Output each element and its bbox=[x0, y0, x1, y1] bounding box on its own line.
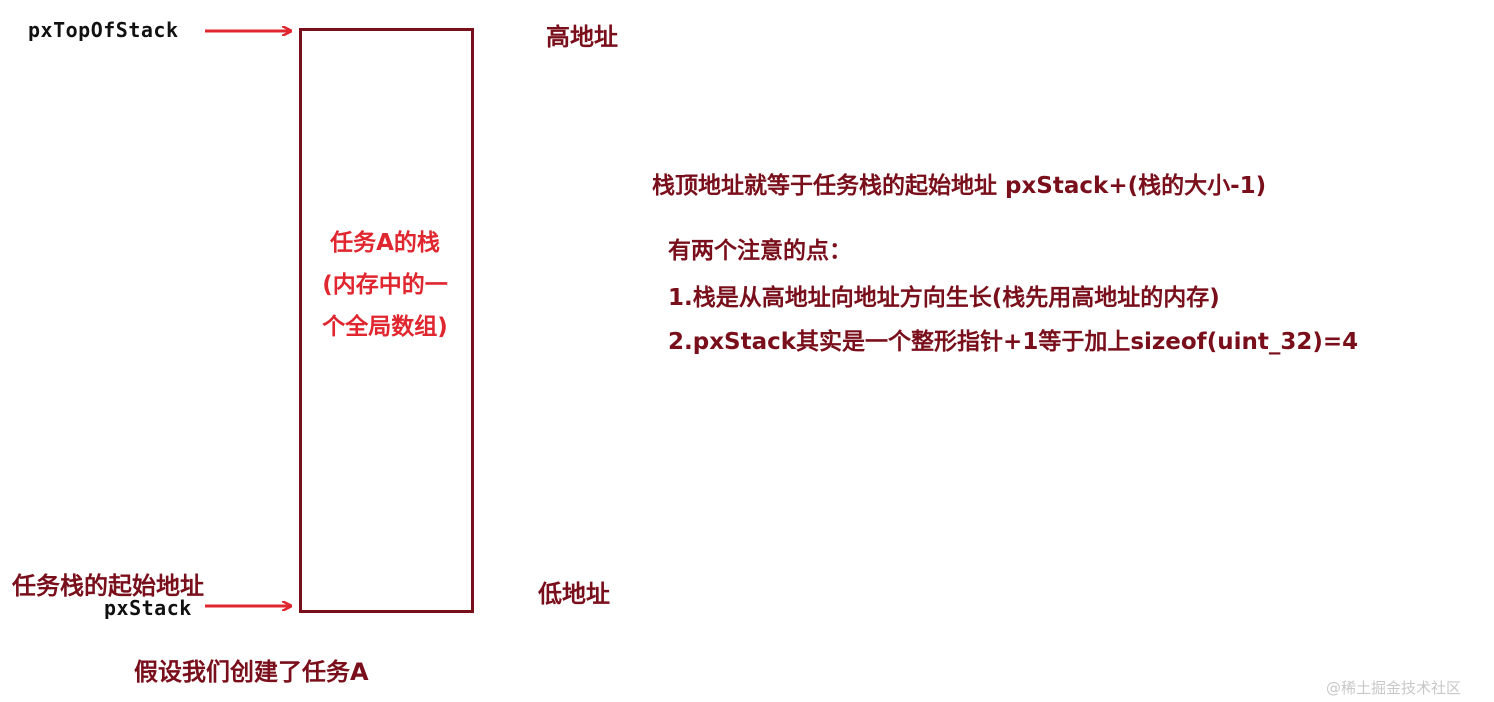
note-point: 2.pxStack其实是一个整形指针+1等于加上sizeof(uint_32)=… bbox=[668, 329, 1359, 355]
stack-box-line: 个全局数组) bbox=[322, 314, 448, 340]
notes-heading: 栈顶地址就等于任务栈的起始地址 pxStack+(栈的大小-1) bbox=[652, 173, 1267, 199]
note-point: 1.栈是从高地址向地址方向生长(栈先用高地址的内存) bbox=[668, 285, 1220, 311]
task-stack-box bbox=[299, 28, 474, 613]
low-address-label: 低地址 bbox=[538, 580, 610, 608]
watermark: @稀土掘金技术社区 bbox=[1326, 679, 1462, 697]
diagram-caption: 假设我们创建了任务A bbox=[134, 658, 369, 686]
pxtopofstack-label: pxTopOfStack bbox=[28, 18, 179, 42]
task-stack-box-label: 任务A的栈 (内存中的一 个全局数组) bbox=[302, 222, 468, 348]
pxstack-label: pxStack bbox=[104, 596, 192, 620]
stack-base-label: 任务栈的起始地址 bbox=[12, 572, 204, 600]
stack-box-line: (内存中的一 bbox=[322, 272, 448, 298]
stack-box-line: 任务A的栈 bbox=[330, 230, 440, 256]
notes-subheading: 有两个注意的点： bbox=[668, 238, 852, 264]
high-address-label: 高地址 bbox=[546, 23, 618, 51]
